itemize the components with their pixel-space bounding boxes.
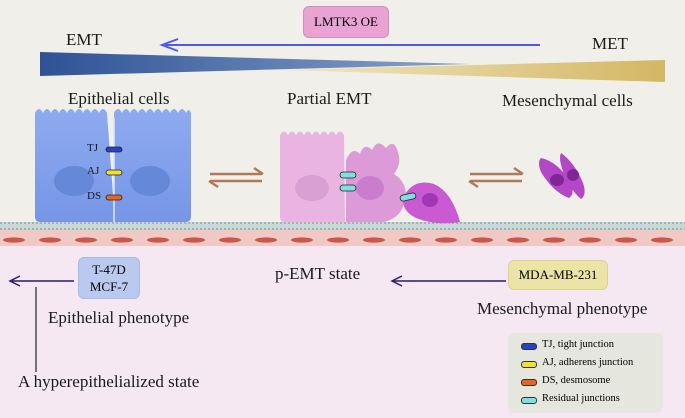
epithelial-cell-left (35, 109, 115, 222)
mesenchymal-nucleus (567, 169, 579, 181)
partial-cell-nucleus (295, 175, 329, 201)
legend-text-aj: AJ, adherens junction (542, 357, 634, 368)
desmosome-marker (105, 194, 123, 201)
adherens-junction-marker (105, 169, 123, 176)
aj-label: AJ (87, 165, 100, 177)
stroma-cell (3, 237, 25, 243)
emt-label: EMT (66, 30, 102, 49)
lmtk3-label-box: LMTK3 OE (303, 6, 389, 38)
stroma-cell (147, 237, 169, 243)
mesenchymal-nucleus (550, 174, 564, 186)
partial-emt-cell-group (280, 131, 460, 224)
cell-line-mcf7: MCF-7 (89, 279, 129, 294)
legend-text-ds: DS, desmosome (542, 375, 611, 386)
legend-text-residual: Residual junctions (542, 393, 620, 404)
stroma-cell (651, 237, 673, 243)
stroma-cell (471, 237, 493, 243)
emt-wedge (40, 52, 470, 76)
epithelial-cell-right (114, 109, 191, 222)
lmtk3-label: LMTK3 OE (314, 14, 378, 29)
stroma-cell (39, 237, 61, 243)
stroma-cell (327, 237, 349, 243)
residual-junction-marker (399, 192, 417, 202)
cell-line-mda: MDA-MB-231 (518, 267, 598, 282)
epithelial-cells-label: Epithelial cells (68, 89, 170, 108)
stroma-cell (111, 237, 133, 243)
epithelial-cell-lines-box: T-47D MCF-7 (78, 257, 140, 299)
mda-cell-line-box: MDA-MB-231 (508, 260, 608, 290)
stroma-cell (543, 237, 565, 243)
stroma-cell (507, 237, 529, 243)
met-label: MET (592, 34, 628, 53)
ds-label: DS (87, 190, 102, 202)
cell-line-t47d: T-47D (92, 262, 126, 277)
epithelial-nucleus (54, 166, 94, 196)
stroma-cell (399, 237, 421, 243)
met-wedge (282, 60, 665, 82)
residual-junction-marker (339, 184, 357, 192)
stroma-cell (183, 237, 205, 243)
legend-text-tj: TJ, tight junction (542, 339, 615, 350)
stroma-cell (363, 237, 385, 243)
residual-junction-marker (339, 171, 357, 179)
equilibrium-arrows-left (208, 166, 264, 189)
tight-junction-marker (105, 146, 123, 153)
stroma-cell (75, 237, 97, 243)
epithelial-cell-group (35, 109, 191, 222)
stroma-cell (255, 237, 277, 243)
pemt-state-label: p-EMT state (275, 264, 361, 283)
partial-emt-label: Partial EMT (287, 89, 372, 108)
legend-chip-aj (521, 361, 537, 368)
mesenchymal-cell-group (539, 153, 585, 199)
mesenchymal-cells-label: Mesenchymal cells (502, 91, 633, 110)
stroma-cell (579, 237, 601, 243)
basement-membrane (0, 222, 685, 230)
equilibrium-arrows-right (468, 166, 524, 189)
partial-cell-nucleus (356, 176, 384, 200)
legend: TJ, tight junction AJ, adherens junction… (508, 333, 663, 413)
tj-label: TJ (87, 142, 98, 154)
mesenchymal-phenotype-label: Mesenchymal phenotype (477, 299, 648, 318)
stroma-cell (435, 237, 457, 243)
epithelial-nucleus (130, 166, 170, 196)
epithelial-phenotype-label: Epithelial phenotype (48, 308, 190, 327)
hyperepithelialized-state-label: A hyperepithelialized state (18, 372, 200, 391)
stroma-cell (291, 237, 313, 243)
partial-cell-nucleus (422, 193, 438, 207)
stroma-cells (3, 237, 673, 243)
legend-chip-ds (521, 379, 537, 386)
stroma-cell (219, 237, 241, 243)
stroma-cell (615, 237, 637, 243)
legend-chip-residual (521, 397, 537, 404)
legend-chip-tj (521, 343, 537, 350)
